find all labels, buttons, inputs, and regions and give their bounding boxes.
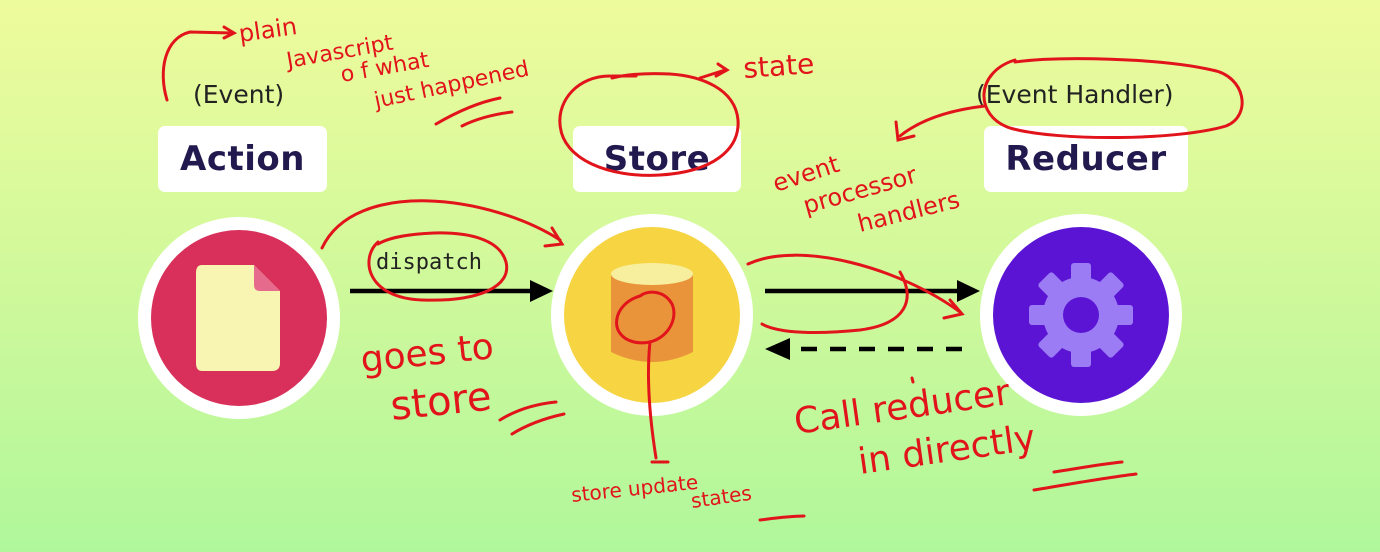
reducer-subtitle: (Event Handler) [976,80,1174,109]
dispatch-label: dispatch [376,250,482,275]
annotation-strokes [161,25,1244,522]
note-plain: plain [237,12,299,48]
note-store: store [388,374,493,430]
action-node [138,217,340,419]
note-goes-to: goes to [359,326,496,381]
file-icon [196,265,280,371]
action-node-fill [151,230,327,406]
gear-icon [1029,263,1133,367]
note-state: state [742,47,815,85]
reducer-node-fill [993,227,1169,403]
store-node-fill [564,227,740,403]
reducer-node [980,214,1182,416]
arrow-store-to-reducer [765,280,980,302]
note-store-update: store update [570,470,699,507]
store-label: Store [573,126,741,192]
arrow-reducer-to-store-dashed [765,338,962,360]
annotation-text: plain Javascript o f what just happened … [237,12,1038,513]
action-subtitle: (Event) [193,80,285,109]
arrow-action-to-store [350,280,553,302]
store-node [551,214,753,416]
action-label: Action [158,126,327,192]
note-states: states [689,481,753,513]
